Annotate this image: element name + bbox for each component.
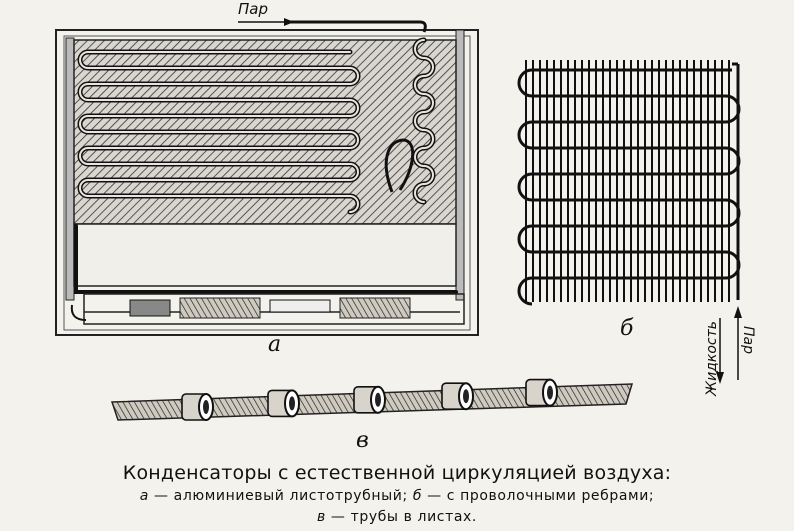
caption-key-v: в <box>317 509 326 525</box>
condenser-a <box>55 18 479 336</box>
tube-boss-bore <box>375 392 381 407</box>
tube-right-loops-inner <box>414 39 434 203</box>
tube-return-pipe <box>74 224 458 294</box>
label-liquid: Жидкость <box>704 321 720 396</box>
caption-key-b: б <box>412 488 423 504</box>
caption-text-b: — с проволочными ребрами; <box>422 488 655 504</box>
label-a: а <box>268 332 282 357</box>
tube-boss-bore <box>547 385 553 400</box>
caption-text-v: — трубы в листах. <box>325 509 477 525</box>
condenser-b <box>517 60 742 384</box>
tube-boss-bore <box>289 396 295 411</box>
label-steam-right: Пар <box>740 326 756 354</box>
caption-title: Конденсаторы с естественной циркуляцией … <box>122 462 672 484</box>
label-v: в <box>356 428 369 453</box>
tube-boss-bore <box>203 400 209 414</box>
caption-text-a: — алюминиевый листотрубный; <box>148 488 413 504</box>
caption-line2: в — трубы в листах. <box>0 509 794 525</box>
label-b: б <box>620 316 634 341</box>
tubes-in-sheets <box>110 378 634 421</box>
wire-coil <box>517 68 741 306</box>
tube-serpentine-inner <box>79 51 359 213</box>
label-steam-top: Пар <box>238 0 268 18</box>
tube-boss-bore <box>463 389 469 404</box>
caption-line1: а — алюминиевый листотрубный; б — с пров… <box>0 488 794 504</box>
caption-key-a: а <box>139 488 149 504</box>
